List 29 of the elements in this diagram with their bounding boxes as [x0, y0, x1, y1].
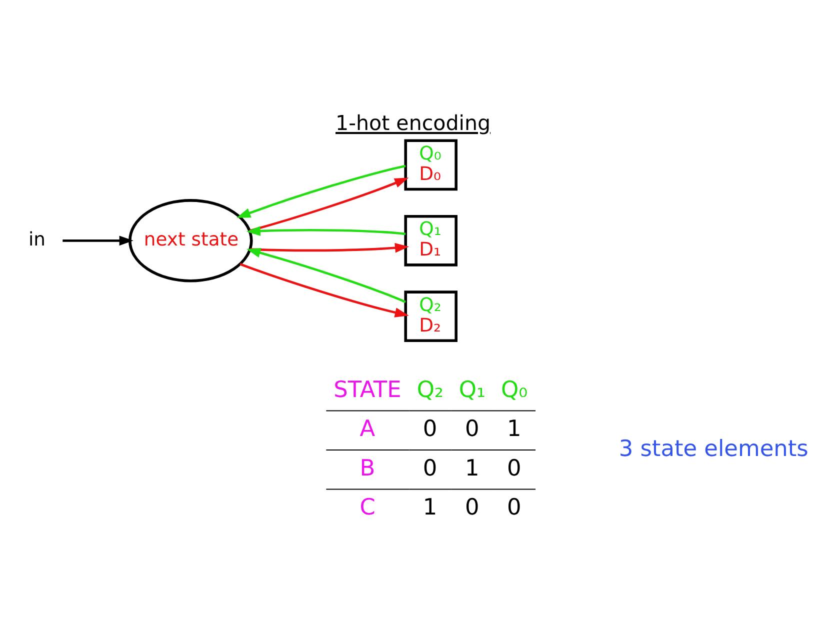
arrow: [246, 226, 406, 236]
label: 0: [507, 455, 522, 482]
arrow: [250, 242, 410, 253]
node-box: Q₂ D₂: [404, 290, 458, 342]
label: 0: [507, 494, 522, 521]
label: STATE: [334, 376, 402, 403]
label: 1: [507, 416, 522, 442]
node-text: in: [28, 229, 46, 250]
label: 1: [464, 455, 480, 482]
arrow: [236, 164, 406, 218]
label: C: [360, 494, 376, 521]
label: 1: [422, 494, 438, 521]
diagram-title: 1-hot encoding: [336, 110, 491, 135]
label: Q₀: [500, 376, 528, 403]
label: 0: [422, 416, 438, 442]
arrow: [240, 263, 409, 318]
label: 0: [422, 455, 438, 482]
label: 3 state elements: [618, 436, 808, 462]
label: 0: [464, 416, 480, 442]
arrow: [62, 236, 134, 246]
node-box: Q₀ D₀: [404, 139, 458, 191]
arrow: [246, 248, 406, 303]
label: 0: [464, 494, 480, 521]
arrow: [249, 178, 409, 232]
node-box: Q₁ D₁: [404, 214, 458, 266]
label: A: [360, 416, 376, 442]
label: Q₂: [416, 376, 444, 403]
label: B: [360, 455, 376, 482]
label: Q₁: [458, 376, 486, 403]
